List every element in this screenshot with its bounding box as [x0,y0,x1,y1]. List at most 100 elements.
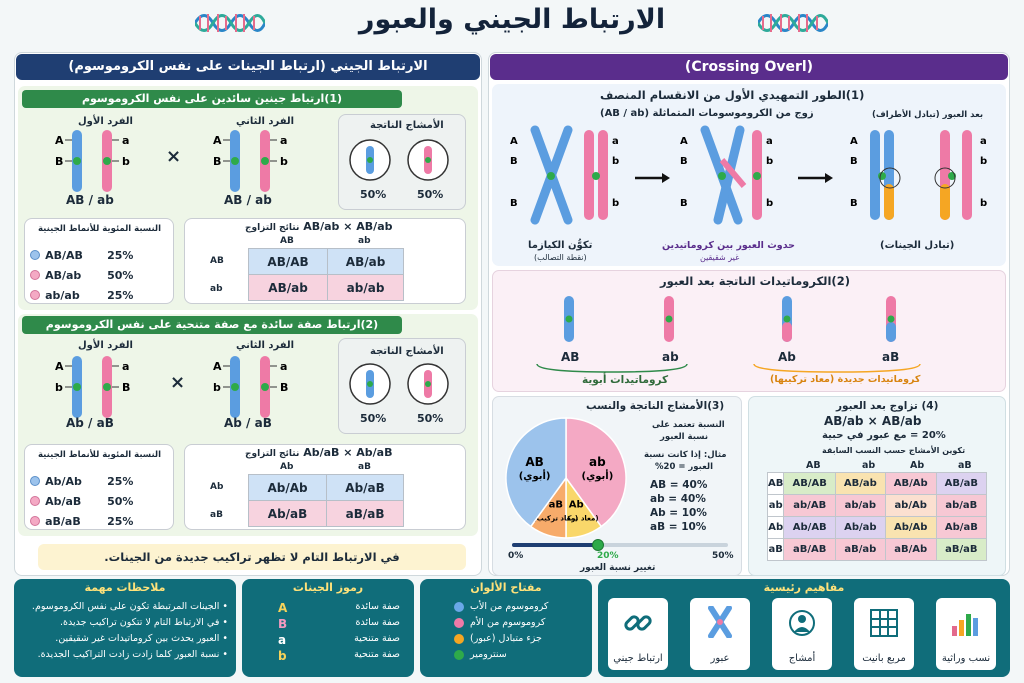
chromatids-title: (2)الكروماتيدات الناتجة بعد العبور [660,274,850,288]
punnett-col-2a: Ab [280,462,294,472]
concept-card-punnett[interactable]: مربع بانيت [854,598,914,670]
crossing-caption: حدوث العبور بين كروماتيدين [662,240,796,251]
pie-label: aB [549,499,563,510]
concept-card-ratios[interactable]: نسب وراثية [936,598,996,670]
recombinant-label: كروماتيدات جديدة (معاد تركيبها) [770,374,921,385]
stage-after-crossing: A B B a b b [850,130,987,220]
cross-after-equation: AB/ab × AB/ab [824,414,922,428]
crossing-rate-slider-track[interactable] [512,539,728,551]
note-item: • في الارتباط التام لا تتكون تراكيب جديد… [59,617,228,628]
after-crossing-label: بعد العبور (تبادل الأطراف) [872,110,984,120]
grouping-brackets [536,363,921,373]
svg-text:b: b [980,156,987,167]
concept-card-crossing[interactable]: عبور [690,598,750,670]
parent1-label: الفرد الأول [78,116,133,127]
pie-sublabel: (أبوي) [581,469,613,482]
svg-text:a: a [612,136,619,147]
gamete-percent-list: AB = 40% ab = 40% Ab = 10% aB = 10% [650,478,707,534]
chromatid-label-2: ab [662,350,679,364]
chromosome-pair-parent2-s2: A b a B [213,356,288,418]
svg-text:b: b [612,198,619,209]
svg-text:B: B [122,381,130,394]
svg-text:b: b [55,381,63,394]
svg-text:a: a [280,134,287,147]
pie-sublabel: (أبوي) [519,469,551,482]
color-swatch [454,650,464,660]
punnett-row-2a: Ab [210,482,224,492]
ratio-box-2 [24,444,174,530]
grid-cell: aB/aB [935,538,988,561]
svg-text:b: b [766,198,773,209]
punnett-cell: aB/aB [326,500,404,527]
crossing-rate-slider-fill [512,543,599,547]
concept-label: أمشاج [788,653,816,664]
section-1-title: (1)ارتباط جينين سائدين على نفس الكروموسو… [22,90,402,108]
svg-text:b: b [612,156,619,167]
gene-desc: صفة متنحية [354,649,400,660]
gamete-circles-2 [349,363,449,405]
grid-cell: Ab/ab [835,516,886,539]
svg-text:A: A [510,136,518,147]
meiosis-title: (1)الطور التمهيدي الأول من الانقسام المن… [600,88,865,102]
grid-cell: Ab/Ab [884,516,937,539]
gamete-pct-2b: 50% [417,412,444,425]
svg-text:a: a [280,360,287,373]
crossing-rate-slider-handle[interactable] [592,539,605,551]
grid-row-header: ab [766,494,785,517]
meiosis-subtitle: (AB / ab) زوج من الكروموسومات المتماثلة [600,108,814,119]
stage-crossing: A B B a b b [680,125,773,225]
color-swatch [454,634,464,644]
grid-cell: aB/ab [835,538,886,561]
gamete-circles-1 [349,139,449,181]
gamete-percent: AB = 40% [650,479,708,491]
depends-text-1: النسبة تعتمد على [652,420,725,430]
punnett-cell: Ab/Ab [247,474,328,501]
cross-after-title: (4) تزاوج بعد العبور [836,400,939,412]
color-label: كروموسوم من الأب [470,601,549,612]
pie-sublabel: (معاد تركيب) [554,514,599,522]
chromatid-label-1: AB [561,350,580,364]
crossing-over-header: (Crossing Overl) [490,54,1008,80]
svg-text:B: B [850,156,858,167]
concept-label: مربع بانيت [862,653,906,664]
grid-cell: AB/aB [935,472,988,495]
gene-symbol: A [278,601,288,615]
svg-text:A: A [213,360,222,373]
svg-text:a: a [980,136,987,147]
crossing-icon [708,606,732,638]
svg-text:a: a [766,136,773,147]
chain-link-icon [624,615,652,631]
slider-min: 0% [508,551,524,561]
concept-card-gametes[interactable]: أمشاج [772,598,832,670]
gene-symbols-panel [242,579,414,677]
slider-max: 50% [712,551,734,561]
concept-label: نسب وراثية [941,653,991,664]
bar-chart-icon [952,614,978,636]
svg-text:b: b [980,198,987,209]
cross-after-subtitle: تكوين الأمشاج حسب النسب السابقة [822,446,966,455]
punnett-cell: AB/ab [247,274,329,301]
svg-text:B: B [55,155,63,168]
parent2-genotype-s2: Ab / aB [224,416,272,430]
svg-text:A: A [850,136,858,147]
parent2-label-s2: الفرد الثاني [236,340,295,351]
complete-linkage-note: في الارتباط التام لا تظهر تراكيب جديدة م… [38,544,466,570]
parental-label: كروماتيدات أبوية [582,374,669,386]
slider-value: 20% [597,551,619,561]
gamete-percent: Ab = 10% [650,507,707,519]
svg-text:A: A [55,134,64,147]
page-title: الارتباط الجيني والعبور [358,4,666,35]
grid-col-1: AB [806,460,821,471]
svg-text:A: A [55,360,64,373]
ratio-box-1 [24,218,174,304]
concept-card-linkage[interactable]: ارتباط جيني [608,598,668,670]
